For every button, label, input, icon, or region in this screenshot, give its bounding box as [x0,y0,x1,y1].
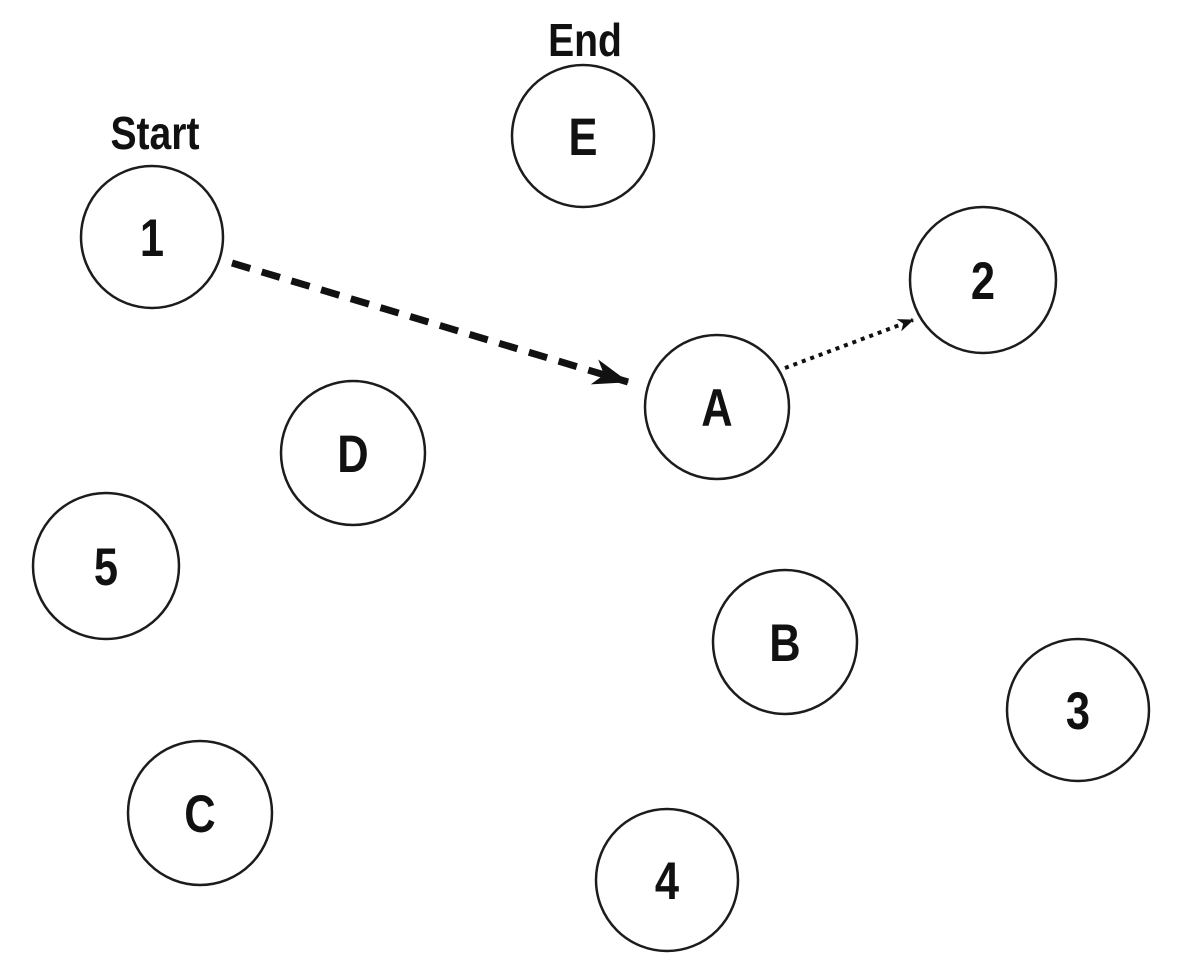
node-A: A [643,333,791,481]
node-label-D: D [337,425,368,484]
node-E: E [510,63,656,209]
node-label-3: 3 [1066,682,1090,741]
edge-A-to-2 [784,318,914,370]
nodes-layer: 1 E 2A D 5B 3C 4 [31,63,1151,953]
node-label-5: 5 [94,538,118,597]
node-label-A: A [701,379,732,438]
node-5: 5 [31,491,181,641]
node-1: 1 [79,164,225,310]
node-circle-2[interactable] [908,205,1058,355]
node-circle-D[interactable] [279,379,427,527]
node-label-1: 1 [140,209,164,268]
node-label-B: B [769,614,800,673]
node-D: D [279,379,427,527]
edge-1-to-A [230,259,630,386]
node-C: C [126,739,274,887]
node-circle-E[interactable] [510,63,656,209]
edges-layer [230,259,914,386]
node-circle-B[interactable] [711,568,859,716]
annotation-end-label: End [548,15,622,67]
node-circle-3[interactable] [1005,637,1151,783]
node-label-E: E [569,108,598,167]
node-circle-4[interactable] [594,807,740,953]
annotations-layer: Start End [110,15,621,160]
node-4: 4 [594,807,740,953]
annotation-start-label: Start [110,108,199,160]
node-B: B [711,568,859,716]
node-label-2: 2 [971,252,995,311]
node-label-4: 4 [655,852,679,911]
node-circle-5[interactable] [31,491,181,641]
node-label-C: C [184,785,215,844]
node-2: 2 [908,205,1058,355]
node-3: 3 [1005,637,1151,783]
node-circle-1[interactable] [79,164,225,310]
node-circle-C[interactable] [126,739,274,887]
node-circle-A[interactable] [643,333,791,481]
